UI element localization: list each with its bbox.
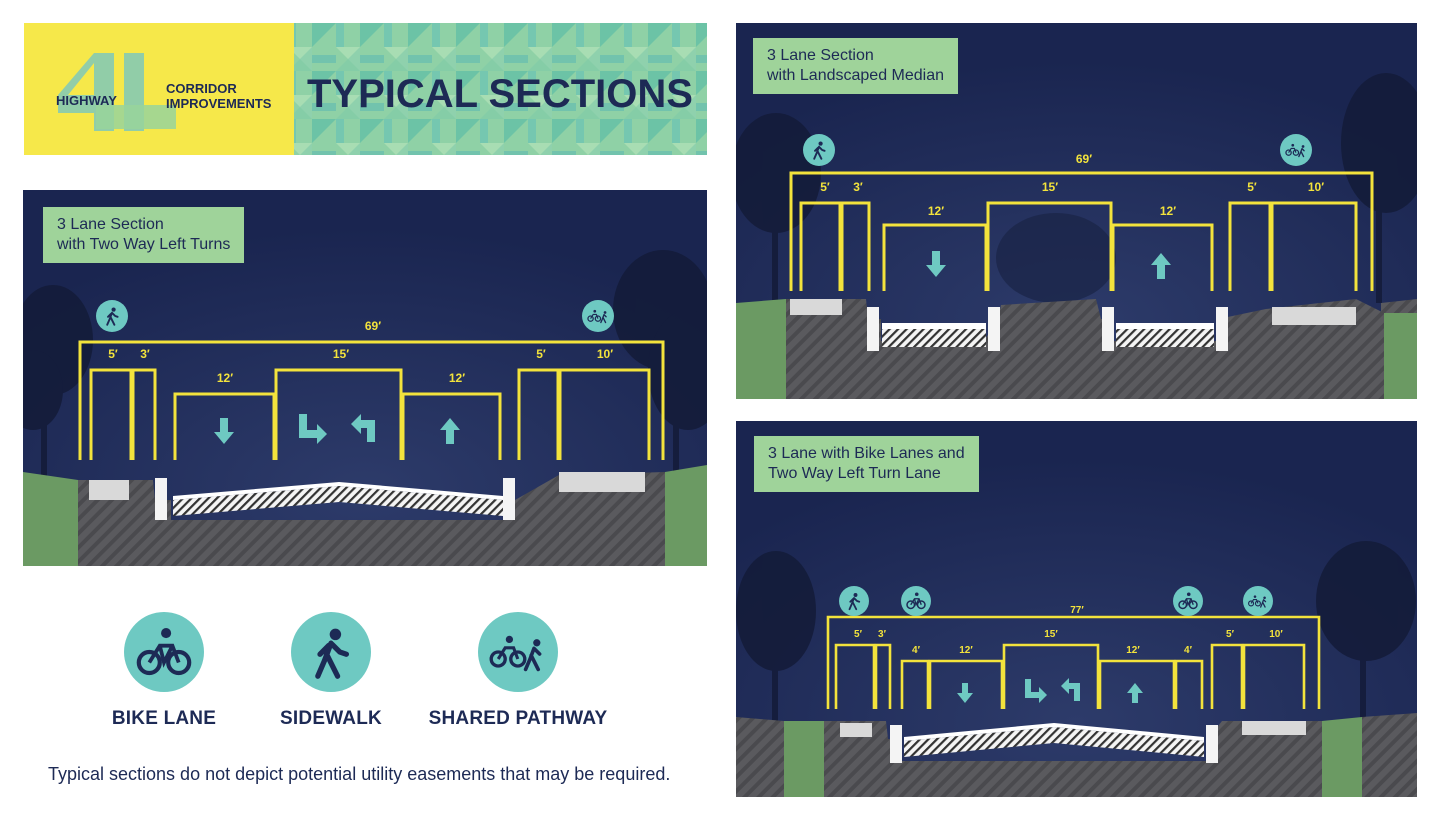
dim-total: 77′ [1070, 605, 1084, 616]
dim-total: 69′ [1076, 152, 1092, 166]
dim-3: 15′ [1042, 180, 1058, 194]
dim-5: 12′ [1126, 645, 1140, 656]
dim-1: 3′ [878, 629, 887, 640]
arrow-turn-left-icon [351, 414, 375, 442]
dim-3: 12′ [959, 645, 973, 656]
pedestrian-icon [839, 586, 869, 616]
section-label-2: 3 Lane Section with Landscaped Median [753, 38, 959, 94]
arrow-up-icon [440, 418, 460, 444]
dim-1: 3′ [140, 347, 150, 361]
banner-pattern-panel [294, 23, 707, 155]
dim-6: 4′ [1184, 645, 1193, 656]
legend-label: SIDEWALK [280, 708, 382, 729]
dimension-lines [826, 615, 1321, 709]
arrow-down-icon [926, 251, 946, 277]
tree-silhouette-left [736, 551, 816, 721]
tree-silhouette-right [1341, 73, 1417, 303]
arrow-turn-right-icon [1025, 679, 1047, 703]
dim-6: 10′ [1308, 180, 1324, 194]
shared-path-icon [478, 612, 558, 692]
arrow-down-icon [957, 683, 973, 703]
bike-icon [1173, 586, 1203, 616]
dimension-lines [78, 340, 665, 460]
bike-icon [124, 612, 204, 692]
pedestrian-icon [291, 612, 371, 692]
legend-label: SHARED PATHWAY [428, 708, 608, 729]
tree-silhouette-center [996, 213, 1116, 303]
pedestrian-icon [803, 134, 835, 166]
tree-silhouette-right [613, 250, 707, 480]
arrow-turn-left-icon [1061, 678, 1080, 701]
dim-2: 12′ [928, 204, 944, 218]
arrow-up-icon [1127, 683, 1143, 703]
dim-3: 15′ [333, 347, 349, 361]
dim-7: 5′ [1226, 629, 1235, 640]
shared-path-icon [1243, 586, 1273, 616]
legend-bike-lane: BIKE LANE [74, 612, 254, 730]
section-panel-2: 69′ 5′ 3′ 12′ 15′ 12′ 5′ 10′ 3 Lane Sect… [736, 23, 1417, 399]
pedestrian-icon [96, 300, 128, 332]
shared-path-icon [1280, 134, 1312, 166]
tree-silhouette-right [1316, 541, 1416, 721]
dim-0: 5′ [108, 347, 118, 361]
lane-arrows [957, 678, 1143, 703]
header-banner: HIGHWAY CORRIDOR IMPROVEMENTS TYPICAL SE… [24, 23, 707, 155]
legend-label: BIKE LANE [111, 708, 217, 729]
dim-1: 3′ [853, 180, 863, 194]
lane-arrows [214, 414, 460, 444]
dim-2: 12′ [217, 371, 233, 385]
arrow-up-icon [1151, 253, 1171, 279]
section-panel-1: 69′ 5′ 3′ 12′ 15′ 12′ 5′ 10′ 3 Lane Sect… [23, 190, 707, 566]
page-title: TYPICAL SECTIONS [307, 72, 693, 116]
dim-total: 69′ [365, 319, 381, 333]
dim-4: 12′ [1160, 204, 1176, 218]
dim-4: 12′ [449, 371, 465, 385]
logo-corridor: CORRIDOR [166, 81, 237, 96]
shared-path-icon [582, 300, 614, 332]
arrow-turn-right-icon [299, 414, 327, 444]
logo-word: HIGHWAY [56, 93, 117, 108]
legend-shared-pathway: SHARED PATHWAY [428, 612, 608, 730]
dim-8: 10′ [1269, 629, 1283, 640]
section-label-1: 3 Lane Section with Two Way Left Turns [43, 207, 245, 263]
dim-0: 5′ [854, 629, 863, 640]
section-label-3: 3 Lane with Bike Lanes and Two Way Left … [754, 436, 979, 492]
section-panel-3: 77′ 5′ 3′ 4′ 12′ 15′ 12′ 4′ 5′ 10′ [736, 421, 1417, 797]
tree-silhouette-left [23, 285, 93, 480]
logo-improvements: IMPROVEMENTS [166, 96, 272, 111]
legend-sidewalk: SIDEWALK [241, 612, 421, 730]
lane-arrows [926, 251, 1171, 279]
highway-41-logo: HIGHWAY CORRIDOR IMPROVEMENTS [56, 53, 272, 131]
bike-icon [901, 586, 931, 616]
dim-4: 15′ [1044, 629, 1058, 640]
dim-5: 5′ [536, 347, 546, 361]
dim-0: 5′ [820, 180, 830, 194]
dim-2: 4′ [912, 645, 921, 656]
dim-5: 5′ [1247, 180, 1257, 194]
arrow-down-icon [214, 418, 234, 444]
footnote: Typical sections do not depict potential… [48, 764, 671, 784]
dim-6: 10′ [597, 347, 613, 361]
dimension-lines [789, 171, 1374, 291]
